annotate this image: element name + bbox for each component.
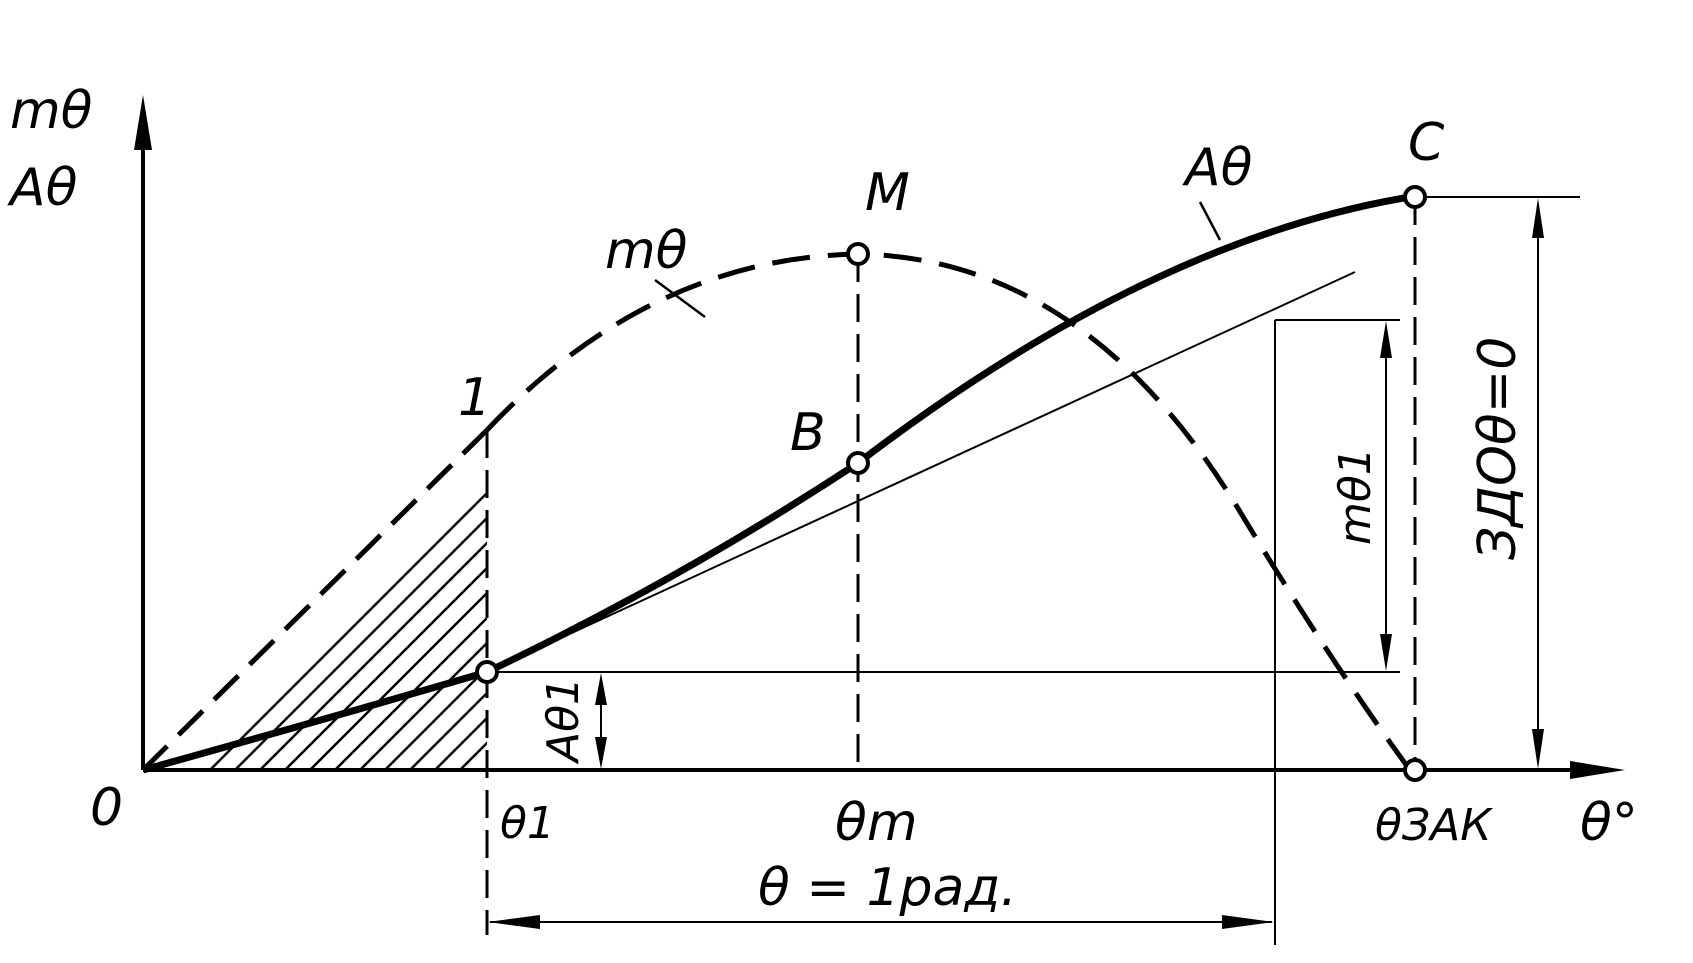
point-m-label: M [865, 163, 910, 223]
y-axis-label-line2: Aθ [7, 158, 77, 218]
y-axis-label-line1: mθ [10, 81, 92, 141]
a-theta-leader [1198, 201, 1222, 241]
m-theta1-label: mθ1 [1330, 447, 1381, 545]
m-theta1-arrow-up [1380, 321, 1392, 358]
point-zak-marker [1403, 758, 1427, 782]
point-m-marker [846, 242, 870, 266]
a-theta1-arrow-up [595, 673, 607, 705]
m-theta-curve-label: mθ [605, 221, 687, 281]
m-theta1-arrow-down [1380, 634, 1392, 671]
a-theta1-arrow-down [595, 737, 607, 769]
triangle-hypotenuse [141, 428, 489, 772]
point-1-label: 1 [458, 368, 491, 428]
origin-label: 0 [90, 778, 123, 838]
x-axis-arrow [1570, 761, 1625, 779]
zdo-arrow-up [1532, 198, 1544, 238]
point-c-label: C [1408, 113, 1445, 173]
zdo-label: ЗДОθ=0 [1468, 337, 1528, 560]
tick-theta-zak: θЗАК [1375, 800, 1493, 851]
point-1-marker [475, 660, 499, 684]
tangent-line [486, 271, 1356, 673]
tick-theta1: θ1 [500, 798, 555, 849]
a-theta-curve-label: Aθ [1182, 138, 1252, 198]
tick-theta-m: θm [835, 793, 917, 853]
radian-label: θ = 1рад. [758, 858, 1017, 918]
m-theta-leader [654, 278, 706, 319]
x-axis-label: θ° [1580, 793, 1638, 853]
point-b-label: B [790, 403, 826, 463]
y-axis-arrow [134, 95, 152, 150]
zdo-arrow-down [1532, 729, 1544, 769]
a-theta1-label: Aθ1 [538, 677, 589, 765]
point-b-marker [846, 451, 870, 475]
m-theta-curve [485, 251, 1413, 772]
radian-arrow-left [488, 915, 540, 929]
a-theta-curve [142, 193, 1411, 774]
point-c-marker [1403, 185, 1427, 209]
radian-arrow-right [1222, 915, 1274, 929]
